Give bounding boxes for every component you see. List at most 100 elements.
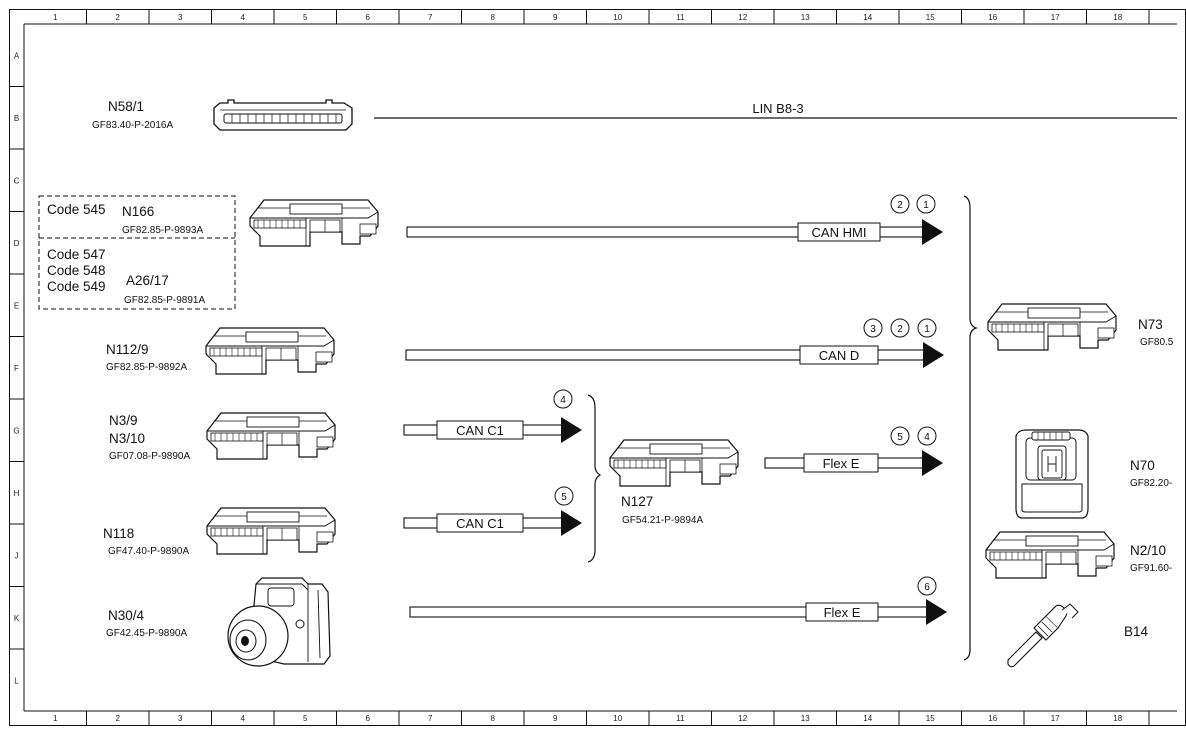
- column-number: 6: [366, 13, 371, 22]
- row-letter: A: [14, 51, 20, 60]
- flex-e-n30-label: Flex E: [824, 605, 861, 620]
- n166-module-icon: [249, 199, 379, 247]
- n73-label: N73: [1138, 317, 1163, 332]
- n112-9-module-icon: [205, 327, 335, 375]
- column-number: 15: [926, 714, 935, 723]
- n166-label: N166: [122, 204, 154, 219]
- n70-ref: GF82.20-: [1130, 478, 1172, 489]
- column-number: 8: [491, 714, 496, 723]
- column-number: 4: [241, 714, 246, 723]
- n30-4-label: N30/4: [108, 608, 145, 623]
- b14-label: B14: [1124, 624, 1149, 639]
- a26-17-code-2: Code 548: [47, 263, 106, 278]
- column-number: 2: [116, 13, 121, 22]
- n166-ref: GF82.85-P-9893A: [122, 225, 203, 236]
- n112-9-ref: GF82.85-P-9892A: [106, 362, 187, 373]
- marker-number: 5: [561, 492, 567, 503]
- marker-circle: [916, 194, 936, 214]
- column-number: 3: [178, 714, 183, 723]
- column-number: 4: [241, 13, 246, 22]
- column-number: 17: [1051, 714, 1060, 723]
- a26-17-label: A26/17: [126, 273, 169, 288]
- n112-9-label: N112/9: [106, 342, 149, 357]
- column-number: 18: [1113, 13, 1122, 22]
- column-number: 17: [1051, 13, 1060, 22]
- n2-10-module-icon: [985, 531, 1115, 579]
- right-bracket: [963, 195, 978, 661]
- can-hmi-bus: [406, 219, 943, 245]
- row-letter: K: [14, 614, 20, 623]
- marker-circle: [863, 318, 883, 338]
- n2-10-ref: GF91.60-: [1130, 563, 1172, 574]
- n70-label: N70: [1130, 458, 1155, 473]
- row-letter: C: [14, 176, 20, 185]
- a26-17-code-3: Code 549: [47, 279, 106, 294]
- n2-10-label: N2/10: [1130, 543, 1166, 558]
- n73-ref: GF80.5: [1140, 337, 1174, 348]
- can-hmi-label: CAN HMI: [812, 225, 867, 240]
- marker-circle: [553, 389, 573, 409]
- n127-bracket: [587, 394, 602, 563]
- marker-number: 2: [897, 200, 903, 211]
- row-letter: J: [15, 551, 19, 560]
- lin-bus-label: LIN B8-3: [752, 101, 803, 116]
- marker-number: 1: [923, 200, 929, 211]
- row-letter: D: [14, 239, 20, 248]
- n166-code: Code 545: [47, 202, 106, 217]
- column-number: 5: [303, 13, 308, 22]
- column-number: 7: [428, 714, 433, 723]
- column-number: 9: [553, 13, 558, 22]
- row-letter: F: [14, 364, 19, 373]
- n3-9-module-icon: [206, 412, 336, 460]
- n127-label: N127: [621, 494, 653, 509]
- n127-ref: GF54.21-P-9894A: [622, 515, 703, 526]
- marker-number: 4: [560, 395, 566, 406]
- can-c1-bottom-bus: [403, 510, 582, 536]
- row-letter: L: [14, 676, 19, 685]
- marker-number: 4: [924, 432, 930, 443]
- n118-ref: GF47.40-P-9890A: [108, 546, 189, 557]
- marker-number: 5: [897, 432, 903, 443]
- column-number: 1: [53, 714, 58, 723]
- n118-label: N118: [103, 526, 134, 541]
- column-number: 7: [428, 13, 433, 22]
- marker-circle: [890, 194, 910, 214]
- row-letter: G: [13, 426, 19, 435]
- column-number: 6: [366, 714, 371, 723]
- column-number: 16: [988, 714, 997, 723]
- n3-10-label: N3/10: [109, 431, 145, 446]
- n58-1-label: N58/1: [108, 99, 144, 114]
- n58-1-connector-icon: [213, 99, 353, 131]
- can-c1-top-label: CAN C1: [456, 423, 504, 438]
- marker-circle: [917, 426, 937, 446]
- n127-module-icon: [609, 439, 739, 487]
- n58-1-ref: GF83.40-P-2016A: [92, 120, 173, 131]
- column-number: 3: [178, 13, 183, 22]
- column-number: 10: [613, 714, 622, 723]
- column-number: 16: [988, 13, 997, 22]
- column-number: 1: [53, 13, 58, 22]
- column-number: 5: [303, 714, 308, 723]
- a26-17-ref: GF82.85-P-9891A: [124, 295, 205, 306]
- column-number: 14: [863, 13, 872, 22]
- a26-17-code-1: Code 547: [47, 247, 106, 262]
- column-number: 11: [676, 13, 685, 22]
- row-letter: H: [14, 489, 20, 498]
- marker-circle: [890, 318, 910, 338]
- column-number: 9: [553, 714, 558, 723]
- flex-e-n30-bus: [409, 599, 947, 625]
- column-number: 11: [676, 714, 685, 723]
- n3-9-label: N3/9: [109, 413, 138, 428]
- can-c1-top-bus: [403, 417, 582, 443]
- row-letter: B: [14, 114, 19, 123]
- column-number: 13: [801, 13, 810, 22]
- column-number: 2: [116, 714, 121, 723]
- column-number: 18: [1113, 714, 1122, 723]
- n3-9-ref: GF07.08-P-9890A: [109, 451, 190, 462]
- column-number: 14: [863, 714, 872, 723]
- column-number: 15: [926, 13, 935, 22]
- can-c1-bottom-label: CAN C1: [456, 516, 504, 531]
